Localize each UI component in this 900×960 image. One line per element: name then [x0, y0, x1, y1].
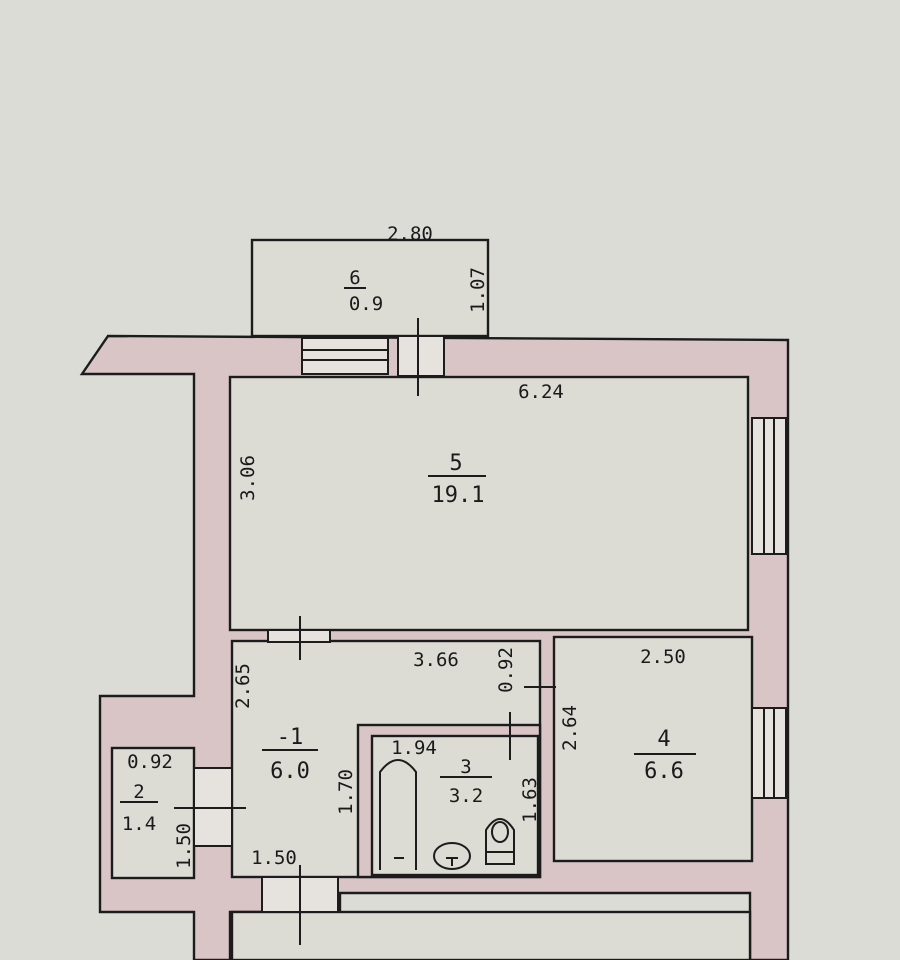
bath-area: 3.2: [449, 785, 483, 807]
bedroom-room: [552, 635, 754, 863]
toilet: [485, 818, 515, 865]
bedroom-number: 4: [657, 727, 670, 752]
sink: [433, 842, 471, 870]
dim-balcony-width: 2.80: [387, 223, 433, 245]
dim-living-width: 6.24: [518, 381, 564, 403]
storage-number: 2: [133, 781, 144, 803]
dim-bedroom-depth: 2.64: [559, 705, 581, 751]
bath-number: 3: [460, 756, 471, 778]
living-room: [228, 375, 750, 632]
bedroom-window: [751, 707, 787, 799]
dim-hall-door: 1.50: [251, 847, 297, 869]
lower-room: [230, 910, 752, 960]
living-window: [751, 417, 787, 555]
dim-bath-depth: 1.63: [519, 777, 541, 823]
balcony-room: [250, 238, 490, 338]
living-number: 5: [449, 451, 462, 476]
dim-bedroom-width: 2.50: [640, 646, 686, 668]
dim-bath-width: 1.94: [391, 737, 437, 759]
dim-balcony-depth: 1.07: [467, 267, 489, 313]
hall-area: 6.0: [270, 759, 310, 784]
dim-storage-depth: 1.50: [173, 823, 195, 869]
storage-area: 1.4: [122, 813, 156, 835]
balcony-window: [301, 337, 389, 375]
living-area: 19.1: [432, 483, 485, 508]
dim-bath-entry: 1.70: [335, 769, 357, 815]
dim-hall-depth: 2.65: [232, 663, 254, 709]
bathtub: [379, 759, 417, 870]
balcony-door: [397, 335, 445, 377]
balcony-number: 6: [349, 267, 360, 289]
dim-living-depth: 3.06: [237, 455, 259, 501]
bedroom-area: 6.6: [644, 759, 684, 784]
hall-number: -1: [277, 725, 304, 750]
dim-hall-width: 3.66: [413, 649, 459, 671]
dim-storage-width: 0.92: [127, 751, 173, 773]
balcony-area: 0.9: [349, 293, 383, 315]
dim-door-gap: 0.92: [495, 647, 517, 693]
